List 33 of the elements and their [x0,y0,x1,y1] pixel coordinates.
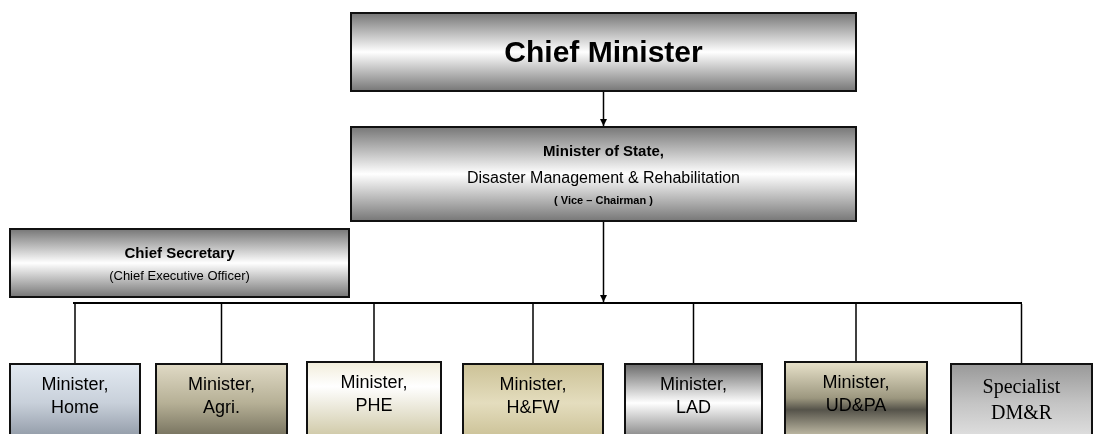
connector-line [220,303,223,364]
arrow [600,221,607,303]
role-box [9,363,141,434]
connector-bar [73,302,1022,304]
box-label: Specialist DM&R [981,374,1062,425]
connector-line [532,303,534,364]
box-label: Minister, Agri. [187,373,256,420]
box-label: Chief Minister [504,34,703,70]
connector-line [74,303,76,364]
connector-line [855,303,857,362]
box-label: Minister of State, [543,141,664,162]
connector-line [692,303,695,364]
box-label: Disaster Management & Rehabilitation [467,167,740,188]
box-label: (Chief Executive Officer) [109,267,250,286]
box-label: Minister, Home [40,373,110,420]
title-box [9,228,350,298]
box-label: ( Vice – Chairman ) [554,192,653,208]
connector-line [1020,303,1023,364]
title-box [350,126,857,222]
role-box [462,363,604,434]
role-box [306,361,442,434]
role-box [784,361,928,434]
box-label: Minister, H&FW [498,373,568,420]
box-label: Minister, UD&PA [821,371,891,418]
role-box [155,363,288,434]
connector-line [373,303,375,362]
box-label: Minister, LAD [659,373,728,420]
box-label: Minister, PHE [339,371,409,418]
title-box [350,12,857,92]
role-box [624,363,763,434]
role-box [950,363,1093,434]
arrow [600,91,607,127]
box-label: Chief Secretary [124,243,235,264]
